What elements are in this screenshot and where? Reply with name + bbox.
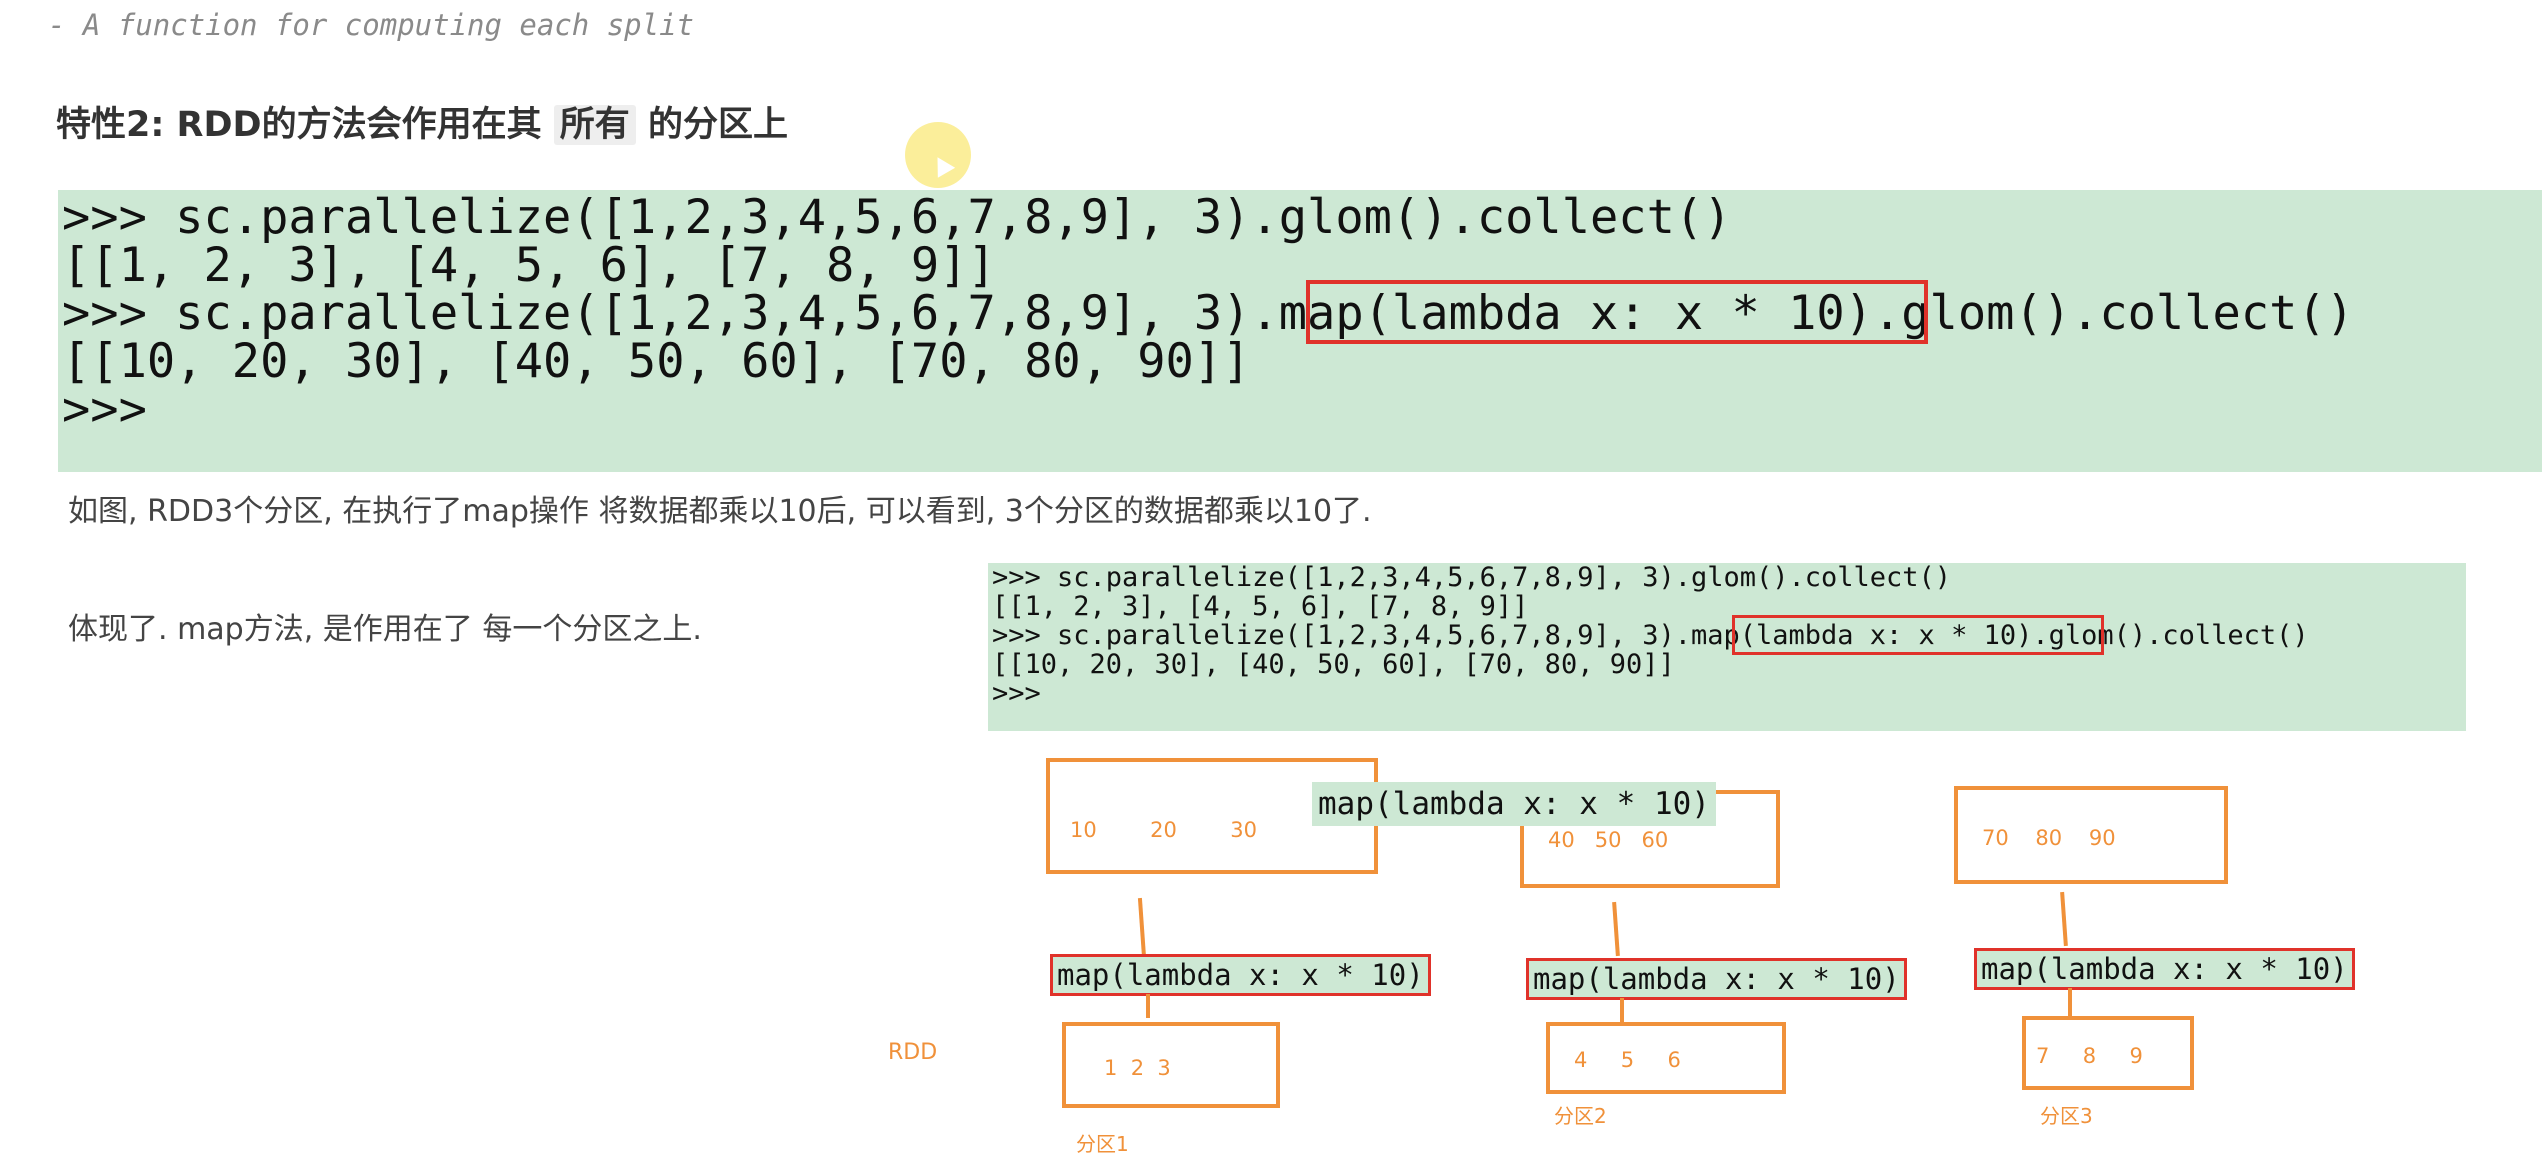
code-line: >>> sc.parallelize([1,2,3,4,5,6,7,8,9], … <box>992 562 1952 593</box>
heading-text-post: 的分区上 <box>647 105 788 145</box>
partition-2-input-box: 4 5 6 <box>1546 1022 1786 1094</box>
map-operation-label: map(lambda x: x * 10) <box>1312 782 1716 826</box>
section-heading: 特性2: RDD的方法会作用在其 所有 的分区上 <box>56 96 788 147</box>
partition-1-connector-bottom <box>1146 994 1150 1018</box>
partition-2-connector-top <box>1612 901 1620 957</box>
conclusion-paragraph: 体现了. map方法, 是作用在了 每一个分区之上. <box>68 612 702 647</box>
partition-3-map-label: map(lambda x: x * 10) <box>1974 948 2355 990</box>
code-line: >>> <box>992 678 1041 709</box>
partition-3-output-values: 70 80 90 <box>1982 826 2116 850</box>
partition-3-input-box: 7 8 9 <box>2022 1016 2194 1090</box>
docstring-comment: - A function for computing each split <box>48 8 695 42</box>
code-line: [[10, 20, 30], [40, 50, 60], [70, 80, 90… <box>992 649 1675 680</box>
code-line: >>> sc.parallelize([1,2,3,4,5,6,7,8,9], … <box>62 286 2355 341</box>
partition-3-label: 分区3 <box>2040 1104 2093 1128</box>
rdd-label: RDD <box>888 1040 938 1065</box>
cursor-highlight <box>905 122 971 188</box>
code-block-large: >>> sc.parallelize([1,2,3,4,5,6,7,8,9], … <box>58 190 2542 472</box>
map-highlight-box <box>1306 280 1928 344</box>
code-line: >>> <box>62 382 147 437</box>
partition-3-connector-bottom <box>2068 988 2072 1016</box>
partition-1-map-label: map(lambda x: x * 10) <box>1050 954 1431 996</box>
explanation-paragraph: 如图, RDD3个分区, 在执行了map操作 将数据都乘以10后, 可以看到, … <box>68 494 1372 529</box>
partition-2-map-label: map(lambda x: x * 10) <box>1526 958 1907 1000</box>
partition-1-input-box: 1 2 3 <box>1062 1022 1280 1108</box>
partition-2-connector-bottom <box>1620 998 1624 1022</box>
partition-1-output-values: 10 20 30 <box>1070 818 1257 842</box>
code-line: [[10, 20, 30], [40, 50, 60], [70, 80, 90… <box>62 334 1251 389</box>
partition-3-output-box: 70 80 90 <box>1954 786 2228 884</box>
code-line: >>> sc.parallelize([1,2,3,4,5,6,7,8,9], … <box>992 620 2309 651</box>
heading-text-pre: 特性2: RDD的方法会作用在其 <box>56 105 542 145</box>
partition-1-connector-top <box>1137 897 1147 959</box>
partition-2-output-values: 40 50 60 <box>1548 828 1669 852</box>
code-line: >>> sc.parallelize([1,2,3,4,5,6,7,8,9], … <box>62 190 1732 245</box>
code-line: [[1, 2, 3], [4, 5, 6], [7, 8, 9]] <box>992 591 1529 622</box>
partition-1-label: 分区1 <box>1076 1132 1129 1156</box>
map-highlight-box-small <box>1732 615 2104 655</box>
partition-2-input-values: 4 5 6 <box>1574 1048 1681 1072</box>
heading-highlight: 所有 <box>553 105 636 145</box>
partition-3-connector-top <box>2060 891 2068 947</box>
partition-3-input-values: 7 8 9 <box>2036 1044 2143 1068</box>
partition-1-input-values: 1 2 3 <box>1104 1056 1171 1080</box>
code-line: [[1, 2, 3], [4, 5, 6], [7, 8, 9]] <box>62 238 996 293</box>
partition-2-label: 分区2 <box>1554 1104 1607 1128</box>
code-block-small: >>> sc.parallelize([1,2,3,4,5,6,7,8,9], … <box>988 563 2466 731</box>
